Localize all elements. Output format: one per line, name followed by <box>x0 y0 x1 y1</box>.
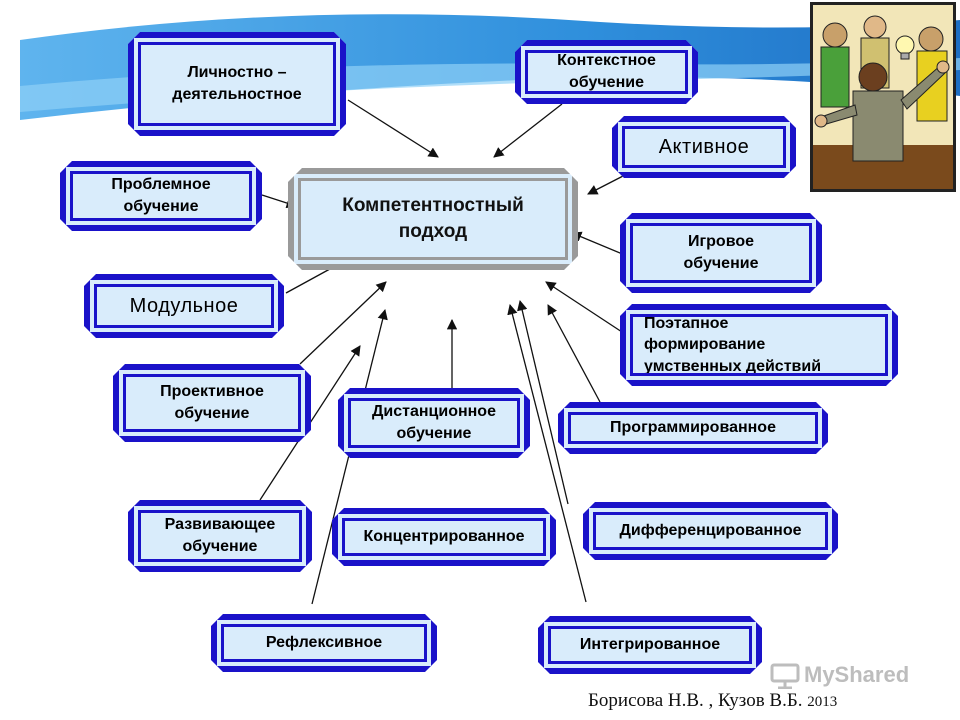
box-modulnoe: Модульное <box>84 274 284 338</box>
box-poetapnoe: Поэтапное формирование умственных действ… <box>620 304 898 386</box>
box-igrovoe: Игровое обучение <box>620 213 822 293</box>
box-problemnoe: Проблемное обучение <box>60 161 262 231</box>
box-integrirovannoe: Интегрированное <box>538 616 762 674</box>
credit-year: 2013 <box>807 694 838 710</box>
arrow-aktivnoe <box>587 174 626 195</box>
arrow-programmirovannoe <box>547 304 601 403</box>
center-competency-approach: Компетентностный подход <box>288 168 578 270</box>
box-proektivnoe: Проективное обучение <box>113 364 311 442</box>
box-programmirovannoe: Программированное <box>558 402 828 454</box>
box-kontsentrirovannoe: Концентрированное <box>332 508 556 566</box>
watermark-text: MyShared <box>804 662 910 687</box>
people-illustration <box>810 2 956 192</box>
author-credit: Борисова Н.В. , Кузов В.Б. 2013 <box>588 690 837 712</box>
box-aktivnoe: Активное <box>612 116 796 178</box>
box-razvivayushchee: Развивающее обучение <box>128 500 312 572</box>
box-distantsionnoe: Дистанционное обучение <box>338 388 530 458</box>
arrow-proektivnoe <box>299 281 387 365</box>
box-kontekstnoe: Контекстное обучение <box>515 40 698 104</box>
box-differentsirovannoe: Дифференцированное <box>583 502 838 560</box>
box-refleksivnoe: Рефлексивное <box>211 614 437 672</box>
arrow-poetapnoe <box>545 281 623 333</box>
box-lichnostno: Личностно – деятельностное <box>128 32 346 136</box>
credit-authors: Борисова Н.В. , Кузов В.Б. <box>588 690 803 711</box>
myshared-watermark: MyShared <box>770 660 909 690</box>
presentation-icon <box>770 663 800 689</box>
